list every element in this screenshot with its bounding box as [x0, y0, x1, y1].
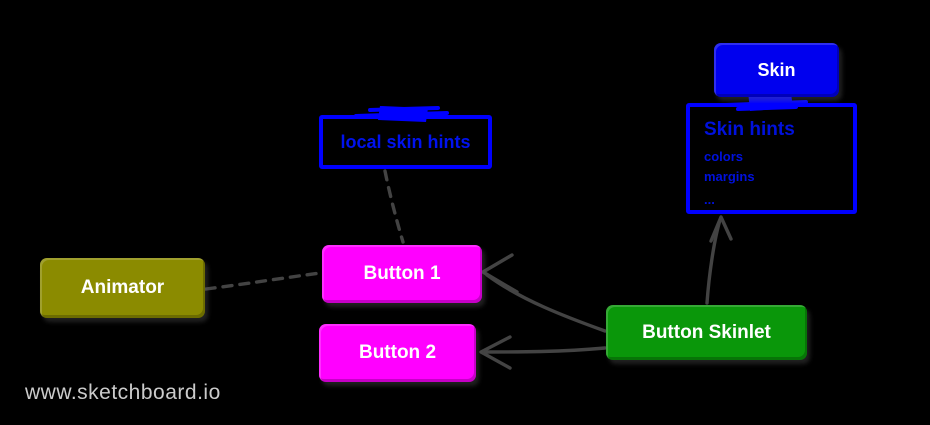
skin-hints-item: ... — [704, 192, 715, 207]
edge-skinlet-to-button2 — [483, 346, 607, 354]
node-button-skinlet[interactable]: Button Skinlet — [606, 305, 807, 360]
skin-hints-item: margins — [704, 169, 755, 184]
node-animator-label: Animator — [80, 277, 165, 298]
skin-hints-title: Skin hints — [704, 119, 795, 140]
node-local-skin-hints[interactable]: local skin hints — [319, 115, 492, 169]
edge-local-skin-hints-to-button1 — [383, 169, 405, 244]
node-animator[interactable]: Animator — [40, 258, 205, 318]
node-button2-label: Button 2 — [358, 342, 437, 363]
node-skin-label: Skin — [757, 59, 796, 80]
node-button1[interactable]: Button 1 — [322, 245, 482, 303]
node-skin-hints[interactable]: Skin hints colors margins ... — [686, 103, 857, 214]
arrowhead-skin-hints — [709, 215, 733, 243]
node-button-skinlet-label: Button Skinlet — [642, 321, 771, 343]
node-local-skin-hints-label: local skin hints — [340, 131, 471, 152]
node-button1-label: Button 1 — [363, 263, 441, 284]
node-skin[interactable]: Skin — [714, 43, 839, 97]
skin-hints-item: colors — [704, 149, 744, 164]
watermark: www.sketchboard.io — [25, 381, 221, 404]
arrowhead-button2 — [479, 335, 512, 370]
edge-animator-to-button1 — [204, 271, 322, 291]
node-button2[interactable]: Button 2 — [319, 324, 476, 382]
arrowhead-button1 — [481, 253, 519, 294]
